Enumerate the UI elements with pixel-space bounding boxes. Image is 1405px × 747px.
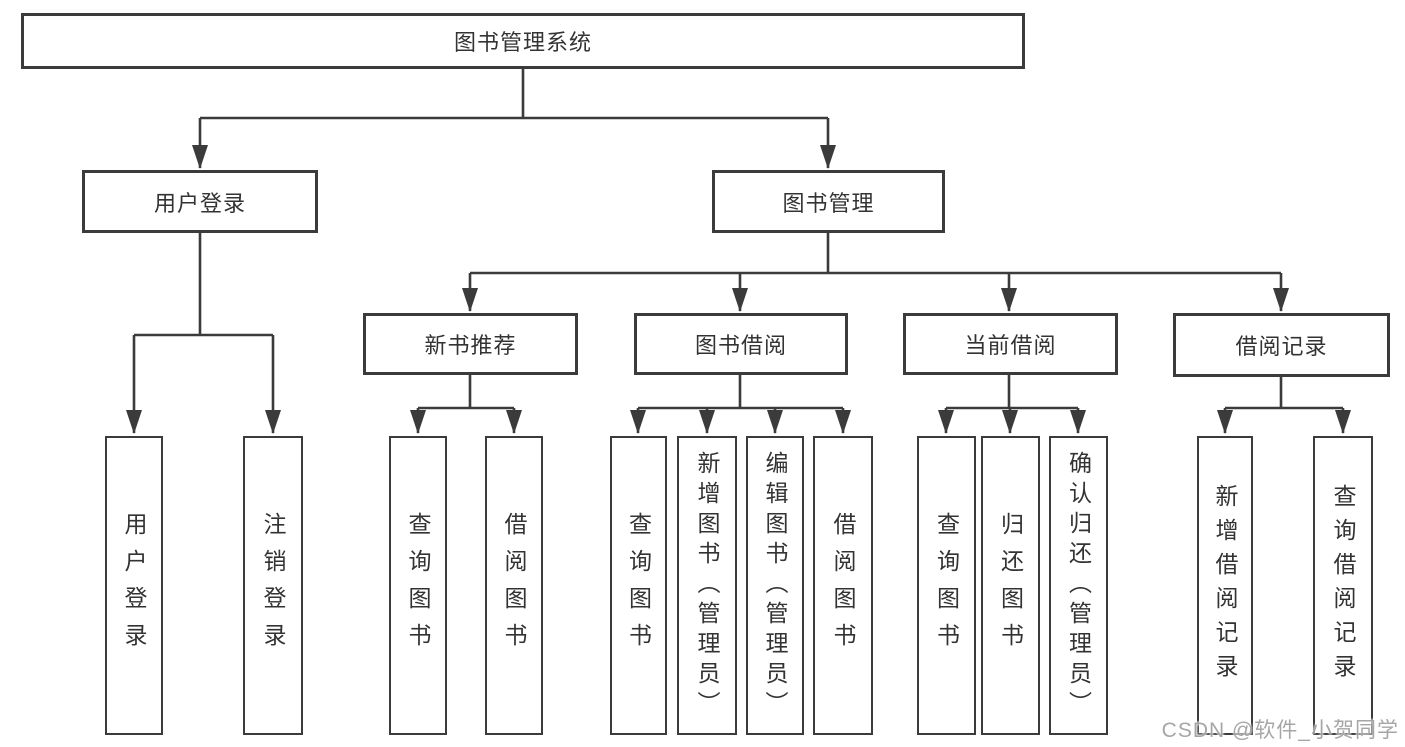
node-confirm-return-admin: 确认归还（管理员）	[1049, 436, 1108, 735]
node-book-borrowing: 图书借阅	[634, 313, 848, 375]
node-query-borrow-record: 查询借阅记录	[1313, 436, 1373, 735]
node-return-books: 归还图书	[981, 436, 1040, 735]
node-borrow-books-rec: 借阅图书	[485, 436, 543, 735]
node-user-login: 用户登录	[82, 170, 318, 233]
node-query-books-current: 查询图书	[917, 436, 976, 735]
node-current-borrowing: 当前借阅	[903, 313, 1118, 375]
node-logout-action: 注销登录	[243, 436, 303, 735]
node-borrow-books-borrow: 借阅图书	[813, 436, 873, 735]
node-query-books-rec: 查询图书	[389, 436, 447, 735]
node-query-books-borrow: 查询图书	[610, 436, 667, 735]
node-borrowing-records: 借阅记录	[1173, 313, 1390, 377]
csdn-watermark: CSDN @软件_小贺同学	[1161, 719, 1399, 742]
node-edit-books-admin: 编辑图书（管理员）	[746, 436, 804, 735]
node-user-login-action: 用户登录	[105, 436, 163, 735]
node-add-borrow-record: 新增借阅记录	[1197, 436, 1253, 735]
node-add-books-admin: 新增图书（管理员）	[677, 436, 737, 735]
node-new-book-recommendation: 新书推荐	[363, 313, 578, 375]
node-book-management: 图书管理	[712, 170, 945, 233]
node-library-management-system: 图书管理系统	[21, 13, 1025, 69]
